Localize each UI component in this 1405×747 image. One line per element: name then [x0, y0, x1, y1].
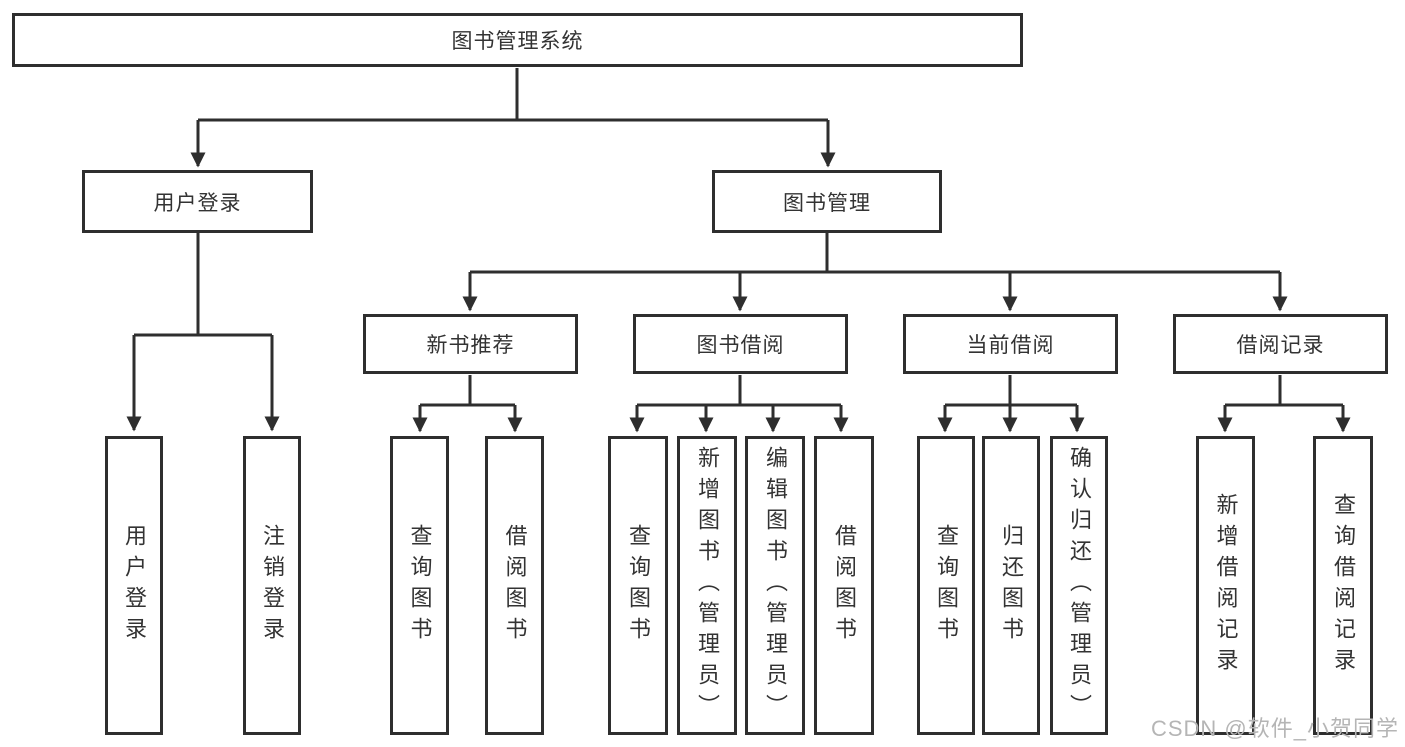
leaf-label: 借阅图书 — [832, 523, 857, 648]
leaf-label: 新增借阅记录 — [1213, 492, 1239, 679]
node-leaf-bb-query-books: 查询图书 — [608, 436, 668, 735]
node-book-borrow: 图书借阅 — [633, 314, 848, 374]
node-book-management: 图书管理 — [712, 170, 942, 233]
leaf-label: 查询借阅记录 — [1331, 492, 1356, 679]
node-leaf-user-login: 用户登录 — [105, 436, 163, 735]
node-leaf-br-add-record: 新增借阅记录 — [1196, 436, 1255, 735]
node-leaf-bb-add-books-admin: 新增图书（管理员） — [677, 436, 737, 735]
node-leaf-nb-query-books: 查询图书 — [390, 436, 449, 735]
leaf-label: 查询图书 — [626, 523, 651, 648]
leaf-label: 查询图书 — [934, 523, 959, 648]
leaf-label: 新增图书（管理员） — [695, 446, 720, 725]
node-user-login: 用户登录 — [82, 170, 313, 233]
node-leaf-cb-return-books: 归还图书 — [982, 436, 1040, 735]
node-leaf-cb-query-books: 查询图书 — [917, 436, 975, 735]
leaf-label: 借阅图书 — [502, 523, 528, 648]
node-leaf-bb-borrow-books: 借阅图书 — [814, 436, 874, 735]
node-leaf-logout: 注销登录 — [243, 436, 301, 735]
node-borrow-records: 借阅记录 — [1173, 314, 1388, 374]
leaf-label: 编辑图书（管理员） — [763, 446, 788, 725]
leaf-label: 查询图书 — [407, 523, 433, 648]
leaf-label: 注销登录 — [260, 523, 285, 648]
leaf-label: 归还图书 — [999, 523, 1024, 648]
node-root-library-system: 图书管理系统 — [12, 13, 1023, 67]
leaf-label: 确认归还（管理员） — [1067, 446, 1092, 725]
csdn-watermark: CSDN @软件_小贺同学 — [1150, 716, 1399, 741]
leaf-label: 用户登录 — [122, 523, 147, 648]
node-new-book-recommend: 新书推荐 — [363, 314, 578, 374]
node-current-borrow: 当前借阅 — [903, 314, 1118, 374]
node-leaf-br-query-record: 查询借阅记录 — [1313, 436, 1373, 735]
node-leaf-nb-borrow-books: 借阅图书 — [485, 436, 544, 735]
node-leaf-bb-edit-books-admin: 编辑图书（管理员） — [745, 436, 805, 735]
node-leaf-cb-confirm-return-admin: 确认归还（管理员） — [1050, 436, 1108, 735]
